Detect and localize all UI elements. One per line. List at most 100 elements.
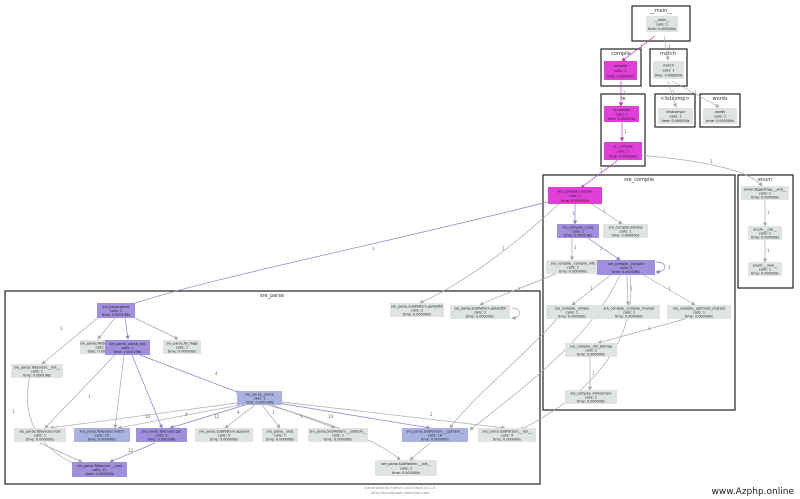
cluster-listcomp-title: <listcomp> <box>660 96 690 102</box>
node-name: sre_parse._parse_sub <box>109 342 145 346</box>
node-time: time: 0.000196s <box>564 233 592 237</box>
node-calls: calls: 1 <box>617 150 629 154</box>
edge-toknext-next <box>39 442 83 463</box>
edge-label: 1 <box>600 168 603 173</box>
node-name: sre_compile._compile_info <box>551 261 595 265</box>
edge-label: 1 <box>60 326 63 331</box>
edge-label: 3 <box>668 265 671 270</box>
node-name: enum.RegexFlag.__and__ <box>744 187 787 191</box>
edge-sccompile-isstring <box>589 202 623 225</box>
node-time: time: 0.000392s <box>608 117 636 121</box>
node-calls: calls: 1 <box>759 267 771 271</box>
node-time: time: 0.000000s <box>662 119 690 123</box>
node-calls: calls: 1 <box>31 369 43 373</box>
node-time: time: 0.000000s <box>324 437 352 441</box>
edge-label: 12 <box>128 448 134 453</box>
cluster-sre-compile-title: sre_compile <box>624 177 654 183</box>
node-time: time: 0.000000s <box>86 472 114 476</box>
node-name: sre_compile._optimize_charset <box>673 306 726 310</box>
edge-label: 1 <box>300 414 303 419</box>
node-sp-sub-init: sre_parse.SubPattern.__init__calls: 2tim… <box>375 460 437 476</box>
node-calls: calls: 16 <box>428 433 442 437</box>
node-sp-sub-len: sre_parse.SubPattern.__len__calls: 4time… <box>478 428 536 442</box>
node-box <box>557 224 599 238</box>
node-box <box>262 428 298 442</box>
node-time: time: 0.000196s <box>23 373 51 377</box>
edge-label: 1 <box>600 246 603 251</box>
edge-label: 1 <box>624 129 627 134</box>
node-calls: calls: 1 <box>254 396 266 400</box>
node-name: sre_parse._uniq <box>267 429 294 433</box>
edge-optcharset-bitmap <box>597 316 693 345</box>
edge-label: 1 <box>590 286 593 291</box>
node-calls: calls: 1 <box>620 229 632 233</box>
node-sp-sub-getitem: sre_parse.SubPattern.__getitem__calls: 1… <box>402 428 468 442</box>
node-calls: calls: 1 <box>96 345 108 349</box>
edge-match-listcomp <box>667 80 677 108</box>
node-name: sre_parse.Pattern.__init__ <box>80 341 123 345</box>
node-box <box>375 460 437 476</box>
node-box <box>546 305 598 319</box>
node-box <box>74 428 130 442</box>
node-name: sre_parse.Tokenizer.__init__ <box>14 365 60 369</box>
edge-parse-tokinit <box>41 315 101 365</box>
node-box <box>598 305 660 319</box>
cluster-sre-parse-title: sre_parse <box>260 293 284 299</box>
node-name: sre_compile.<listcomp> <box>570 391 612 395</box>
edge-label: 1 <box>518 287 521 292</box>
node-calls: calls: 12 <box>92 468 106 472</box>
node-name: sre_parse.Tokenizer.__next <box>77 464 123 468</box>
node-box <box>658 108 693 124</box>
node-calls: calls: 1 <box>572 229 584 233</box>
edge-label: 1 <box>574 245 577 250</box>
node-name: sre_compile._code <box>562 225 593 229</box>
node-name: sre_parse.Tokenizer.next <box>19 429 61 433</box>
node-name: sre_parse._parse <box>245 392 274 396</box>
cluster-compile-title: compile <box>611 51 631 57</box>
edge-parsesub-tokmatch <box>113 354 125 429</box>
node-time: time: 0.000196s <box>114 350 142 354</box>
node-box <box>548 187 602 204</box>
node-calls: calls: 1 <box>759 231 771 235</box>
node-name: compile <box>614 64 627 68</box>
node-calls: calls: 1 <box>569 194 581 198</box>
node-box <box>308 428 368 442</box>
edge-label: 10 <box>145 414 151 419</box>
node-time: time: 0.000000s <box>751 271 779 275</box>
node-calls: calls: 2 <box>400 466 412 470</box>
edge-compile-len <box>519 274 632 431</box>
node-time: time: 0.000196s <box>148 437 176 441</box>
node-name: sre_parse.fix_flags <box>166 341 198 345</box>
node-name: sre_parse.SubPattern.getwidth <box>454 306 506 310</box>
node-name: sre_parse.SubPattern.getwidth <box>391 304 443 308</box>
node-name: re._compile <box>613 145 633 149</box>
node-name: sre_parse.SubPattern.__setitem__ <box>310 429 367 433</box>
edge-label: 1 <box>668 286 671 291</box>
node-calls: calls: 1 <box>176 345 188 349</box>
edge-label: 1 <box>372 246 375 251</box>
edges <box>27 35 768 467</box>
node-box <box>478 428 536 442</box>
node-box <box>390 303 444 317</box>
edge-parse-uniq <box>261 404 281 429</box>
node-box <box>565 390 617 404</box>
edge-label: 1 <box>640 44 643 49</box>
footer-line2: http://pycallgraph.slowchop.com <box>371 491 430 495</box>
edge-sccompile-getwidth <box>419 202 561 304</box>
edge-label: 1 <box>767 210 770 215</box>
node-box <box>748 262 782 276</box>
edge-label: 1 <box>630 286 633 291</box>
node-calls: calls: 1 <box>693 310 705 314</box>
node-name: enum.__call__ <box>753 227 777 231</box>
edge-label: 1 <box>272 410 275 415</box>
